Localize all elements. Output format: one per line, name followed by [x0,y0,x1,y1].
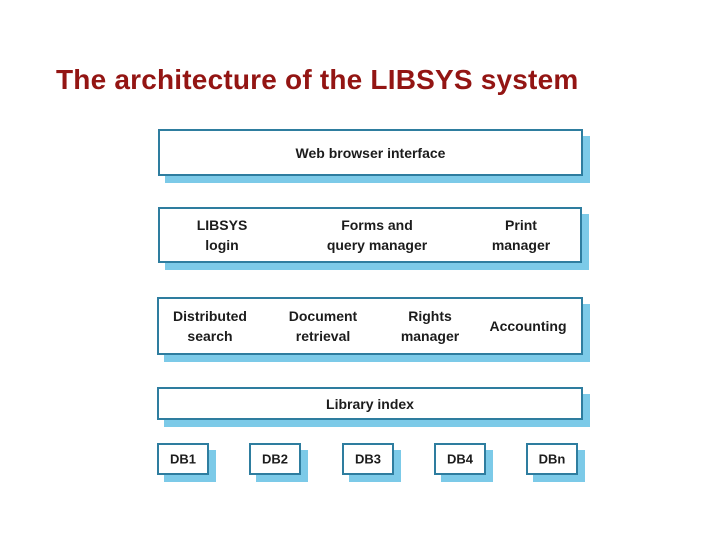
box-web-browser-interface: Web browser interface [158,129,583,176]
box-db2: DB2 [249,443,301,475]
label-line: query manager [326,237,428,253]
box-label: DB4 [446,451,474,467]
box-services-row: Distributed search Document retrieval Ri… [157,297,583,355]
label-line: Accounting [489,318,567,334]
box-db1: DB1 [157,443,209,475]
label-rights-manager: Rights manager [401,306,459,346]
box-label: DBn [538,451,566,467]
label-document-retrieval: Document retrieval [289,306,357,346]
label-line: Rights [408,308,452,324]
box-label: DB2 [261,451,289,467]
label-distributed-search: Distributed search [173,306,247,346]
label-line: manager [400,328,460,344]
label-line: Forms and [341,217,413,233]
label-line: Document [288,308,358,324]
box-label: DB3 [354,451,382,467]
page-title: The architecture of the LIBSYS system [56,64,579,95]
label-line: LIBSYS [196,217,248,233]
box-db4: DB4 [434,443,486,475]
box-label: Library index [326,395,414,412]
label-line: search [187,328,233,344]
label-line: manager [491,237,551,253]
label-line: retrieval [295,328,351,344]
label-libsys-login: LIBSYS login [197,215,248,255]
box-library-index: Library index [157,387,583,420]
box-db3: DB3 [342,443,394,475]
box-label: Web browser interface [295,144,446,161]
label-line: Distributed [173,308,247,324]
label-line: login [205,237,239,253]
label-accounting: Accounting [490,316,567,336]
label-print-manager: Print manager [492,215,550,255]
label-line: Print [505,217,537,233]
box-label: DB1 [169,451,197,467]
label-forms-and-query-manager: Forms and query manager [327,215,427,255]
box-managers-row: LIBSYS login Forms and query manager Pri… [158,207,582,263]
box-dbn: DBn [526,443,578,475]
